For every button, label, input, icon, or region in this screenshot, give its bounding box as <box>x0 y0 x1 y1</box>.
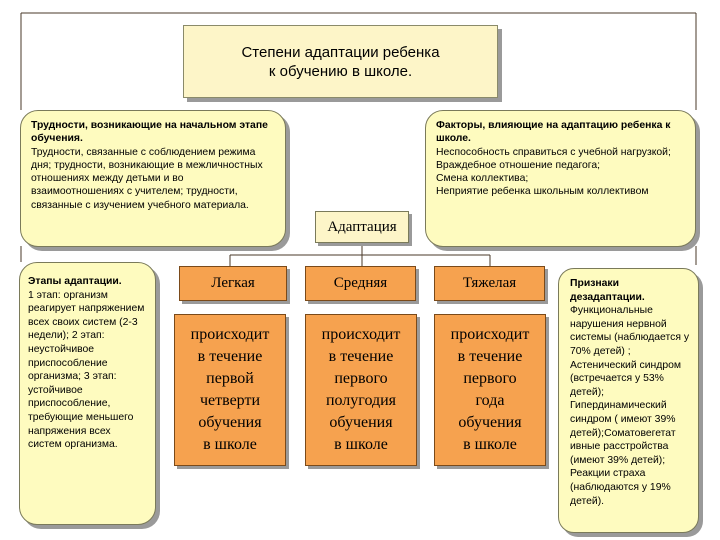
desc-line: первой <box>206 370 254 387</box>
level-easy: Легкая <box>179 266 287 301</box>
factors-heading: Факторы, влияющие на адаптацию ребенка к… <box>436 120 671 145</box>
disadaptation-heading: Признаки дезадаптации. <box>570 278 645 303</box>
level-medium: Средняя <box>305 266 416 301</box>
desc-line: первого <box>334 370 388 387</box>
difficulties-box: Трудности, возникающие на начальном этап… <box>20 110 286 247</box>
difficulties-text: Трудности, связанные с соблюдением режим… <box>31 146 263 211</box>
factors-box: Факторы, влияющие на адаптацию ребенка к… <box>425 110 696 247</box>
level-hard: Тяжелая <box>434 266 545 301</box>
stages-box: Этапы адаптации. 1 этап: организм реагир… <box>19 262 156 525</box>
diagram-title: Степени адаптации ребенка к обучению в ш… <box>183 25 498 98</box>
desc-line: обучения <box>329 414 393 431</box>
title-line-1: Степени адаптации ребенка <box>241 43 440 61</box>
level-medium-description: происходит в течение первого полугодия о… <box>305 314 417 466</box>
level-hard-description: происходит в течение первого года обучен… <box>434 314 546 466</box>
desc-line: происходит <box>321 326 401 343</box>
desc-line: в школе <box>203 436 257 453</box>
adaptation-label: Адаптация <box>327 218 397 235</box>
factor-item-1: Неспособность справиться с учебной нагру… <box>436 146 671 158</box>
factor-item-2: Враждебное отношение педагога; <box>436 159 601 171</box>
desc-line: происходит <box>450 326 530 343</box>
desc-line: происходит <box>190 326 270 343</box>
difficulties-heading: Трудности, возникающие на начальном этап… <box>31 120 268 145</box>
stages-text: 1 этап: организм реагирует напряжением в… <box>28 289 145 451</box>
desc-line: в течение <box>457 348 523 365</box>
desc-line: в школе <box>463 436 517 453</box>
desc-line: обучения <box>458 414 522 431</box>
factor-item-4: Неприятие ребенка школьным коллективом <box>436 186 649 198</box>
desc-line: первого <box>463 370 517 387</box>
adaptation-node: Адаптация <box>315 211 409 243</box>
title-line-2: к обучению в школе. <box>268 62 413 80</box>
desc-line: полугодия <box>325 392 397 409</box>
desc-line: в течение <box>328 348 394 365</box>
desc-line: года <box>475 392 505 409</box>
stages-heading: Этапы адаптации. <box>28 276 122 287</box>
desc-line: в течение <box>197 348 263 365</box>
level-hard-label: Тяжелая <box>462 275 517 291</box>
desc-line: в школе <box>334 436 388 453</box>
desc-line: обучения <box>198 414 262 431</box>
level-medium-label: Средняя <box>333 275 388 291</box>
factor-item-3: Смена коллектива; <box>436 173 529 185</box>
level-easy-label: Легкая <box>211 275 255 291</box>
disadaptation-text: Функциональные нарушения нервной системы… <box>570 305 690 507</box>
level-easy-description: происходит в течение первой четверти обу… <box>174 314 286 466</box>
disadaptation-box: Признаки дезадаптации. Функциональные на… <box>558 268 699 533</box>
desc-line: четверти <box>199 392 261 409</box>
